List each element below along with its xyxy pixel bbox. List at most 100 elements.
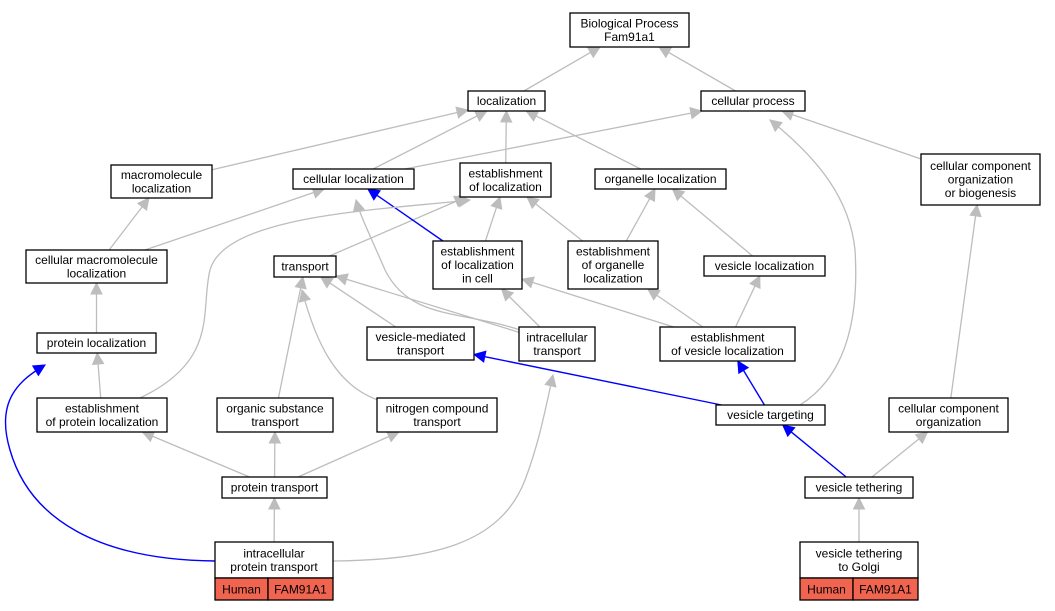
go-term-vte[interactable]: vesicle tethering — [804, 476, 914, 499]
edge-vtg-to-vte-arrowhead — [852, 496, 866, 510]
term-box — [25, 249, 168, 284]
go-term-pl[interactable]: protein localization — [36, 332, 157, 354]
edge-vl-to-ol — [680, 195, 753, 257]
edge-ol-to-loc — [535, 115, 642, 170]
go-term-cp[interactable]: cellular process — [700, 90, 806, 112]
edge-mml-to-loc-arrowhead — [455, 106, 470, 119]
go-term-pt[interactable]: protein transport — [221, 476, 328, 499]
edge-epl-to-eol-arrowhead — [457, 194, 472, 208]
term-box — [715, 404, 826, 426]
edge-epl-to-pl-arrowhead — [91, 351, 105, 365]
species-label: Human — [807, 583, 846, 597]
edge-ost-to-tr-arrowhead — [294, 275, 307, 290]
edge-cl-to-cp — [404, 112, 692, 170]
go-term-vt[interactable]: vesicle targeting — [715, 404, 826, 426]
term-label-line: cellular localization — [303, 172, 404, 186]
term-label-line: localization — [477, 94, 536, 108]
term-box — [920, 153, 1041, 206]
term-box — [36, 332, 157, 354]
term-label-line: of organelle — [582, 258, 645, 272]
term-label-line: protein localization — [47, 336, 146, 350]
edge-ipt-to-pl — [4, 364, 216, 562]
edge-vte-to-cco — [871, 438, 920, 478]
term-label-line: of localization — [441, 258, 514, 272]
term-label-line: establishment — [65, 401, 140, 415]
edge-cco-to-ccob-arrowhead — [969, 203, 982, 218]
edge-vmt-to-tr-arrowhead — [319, 276, 334, 289]
edge-vt-to-vmt — [484, 355, 722, 406]
edge-cp-to-bp — [668, 51, 736, 92]
edge-vt-to-cp-arrowhead — [769, 119, 783, 133]
term-label-line: organelle localization — [604, 172, 716, 186]
term-box — [518, 326, 596, 362]
term-box — [569, 12, 690, 48]
edge-ccob-to-cp — [792, 113, 922, 160]
edge-mml-to-loc — [211, 111, 458, 171]
go-term-loc[interactable]: localization — [467, 90, 546, 112]
term-label-line: intracellular — [526, 330, 587, 344]
edge-vt-to-cp — [769, 119, 857, 406]
edge-evl-to-elc — [532, 281, 674, 328]
term-label-line: establishment — [690, 330, 765, 344]
term-label-line: transport — [397, 343, 445, 357]
gene-cell — [267, 577, 334, 601]
edge-nct-to-tr — [301, 289, 379, 401]
term-box — [459, 162, 552, 198]
edge-elc-to-eol-arrowhead — [490, 195, 503, 210]
edge-eol-to-loc — [505, 121, 507, 164]
go-term-tr[interactable]: transport — [273, 255, 337, 278]
term-box — [467, 90, 546, 112]
edge-pt-to-epl-arrowhead — [141, 430, 156, 443]
term-box — [700, 90, 806, 112]
edge-loc-to-bp — [523, 51, 591, 92]
term-box — [273, 255, 337, 278]
term-label-line: organic substance — [226, 401, 324, 415]
edge-vte-to-vt — [790, 431, 847, 478]
edge-evl-to-vl — [734, 285, 756, 328]
go-term-vl[interactable]: vesicle localization — [703, 255, 826, 277]
term-label-line: intracellular — [243, 546, 304, 560]
edge-evl-to-eorl-arrowhead — [646, 288, 661, 301]
term-label-line: of localization — [469, 180, 542, 194]
edge-it-to-elc-arrowhead — [500, 288, 515, 302]
term-label-line: cellular component — [898, 401, 999, 415]
edge-elc-to-cl-arrowhead — [366, 188, 381, 201]
edge-pt-to-nct — [297, 435, 390, 478]
edge-cml-to-cl — [144, 191, 314, 251]
term-label-line: transport — [533, 344, 581, 358]
term-box — [888, 397, 1009, 433]
edge-eorl-to-ol-arrowhead — [643, 188, 656, 203]
term-label-line: localization — [583, 272, 642, 286]
term-label-line: establishment — [576, 245, 651, 259]
term-box — [799, 541, 919, 579]
term-box — [376, 397, 498, 433]
go-term-ol[interactable]: organelle localization — [594, 168, 727, 190]
edge-pt-to-nct-arrowhead — [385, 430, 400, 443]
go-term-cl[interactable]: cellular localization — [292, 168, 415, 190]
term-label-line: of protein localization — [46, 415, 159, 429]
edge-vmt-to-tr — [329, 282, 397, 328]
term-box — [292, 168, 415, 190]
term-label-line: organization — [916, 415, 981, 429]
term-label-line: organization — [948, 173, 1013, 187]
edge-eol-to-loc-arrowhead — [499, 109, 513, 123]
